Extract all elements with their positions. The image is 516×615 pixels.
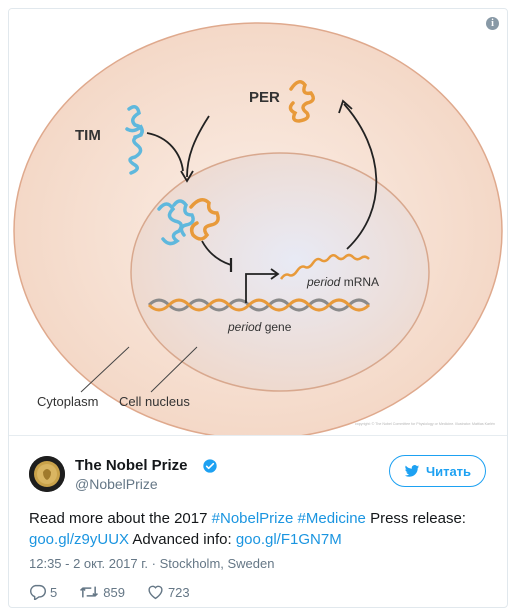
tim-per-complex bbox=[157, 198, 220, 246]
like-count: 723 bbox=[167, 584, 190, 600]
retweet-button[interactable]: 859 bbox=[79, 584, 125, 600]
verified-badge-icon bbox=[203, 459, 217, 473]
heart-icon bbox=[148, 585, 163, 600]
period-mrna-rest: mRNA bbox=[340, 275, 380, 289]
inhibition-line bbox=[201, 240, 232, 266]
follow-button[interactable]: Читать bbox=[389, 455, 486, 487]
period-gene-dna bbox=[147, 298, 371, 312]
tweet-text-part: Read more about the 2017 bbox=[29, 510, 212, 527]
period-mrna-label: period mRNA bbox=[307, 275, 379, 289]
per-to-complex-arrow bbox=[186, 115, 210, 178]
translation-arrow bbox=[343, 103, 378, 250]
image-copyright: copyright: © The Nobel Committee for Phy… bbox=[355, 422, 495, 426]
tim-protein bbox=[125, 105, 144, 175]
like-button[interactable]: 723 bbox=[147, 584, 190, 600]
hashtag-medicine[interactable]: #Medicine bbox=[297, 510, 366, 527]
author-handle[interactable]: @NobelPrize bbox=[75, 476, 158, 492]
transcription-start-arrow bbox=[245, 268, 280, 303]
tweet-text-part: Advanced info: bbox=[129, 531, 236, 548]
tweet-actions: 5 859 723 bbox=[29, 584, 212, 600]
retweet-count: 859 bbox=[103, 584, 125, 600]
tim-to-complex-arrow bbox=[146, 132, 184, 172]
avatar[interactable] bbox=[29, 456, 65, 492]
tweet-timestamp-location[interactable]: 12:35 - 2 окт. 2017 г. · Stockholm, Swed… bbox=[29, 556, 275, 571]
period-gene-rest: gene bbox=[261, 320, 292, 334]
circadian-clock-illustration bbox=[13, 22, 503, 435]
tweet-footer: The Nobel Prize @NobelPrize Читать Read … bbox=[9, 436, 507, 607]
reply-button[interactable]: 5 bbox=[29, 584, 57, 600]
tim-label: TIM bbox=[75, 127, 101, 144]
tweet-text: Read more about the 2017 #NobelPrize #Me… bbox=[29, 508, 489, 550]
nucleus-membrane bbox=[130, 152, 430, 392]
tweet-card: TIM PER period mRNA period gene Cytoplas… bbox=[8, 8, 508, 608]
info-icon[interactable]: i bbox=[486, 17, 499, 30]
reply-count: 5 bbox=[50, 584, 58, 600]
period-gene-label: period gene bbox=[228, 320, 291, 334]
press-release-link[interactable]: goo.gl/z9yUUX bbox=[29, 531, 130, 548]
per-protein bbox=[288, 80, 315, 123]
twitter-bird-icon bbox=[404, 464, 420, 477]
period-mrna-strand bbox=[279, 253, 370, 280]
retweet-icon bbox=[80, 586, 99, 598]
period-mrna-italic: period bbox=[307, 275, 341, 289]
follow-label: Читать bbox=[425, 463, 472, 479]
tweet-text-part: Press release: bbox=[365, 510, 466, 527]
cell-nucleus-label: Cell nucleus bbox=[119, 394, 190, 409]
nobel-medal-icon bbox=[29, 456, 65, 492]
advanced-info-link[interactable]: goo.gl/F1GN7M bbox=[235, 531, 342, 548]
per-label: PER bbox=[249, 89, 280, 106]
period-gene-italic: period bbox=[228, 320, 262, 334]
author-name[interactable]: The Nobel Prize bbox=[75, 457, 188, 474]
reply-icon bbox=[30, 584, 46, 600]
hashtag-nobelprize[interactable]: #NobelPrize bbox=[211, 510, 294, 527]
cytoplasm-label: Cytoplasm bbox=[37, 394, 99, 409]
tweet-media-image[interactable]: TIM PER period mRNA period gene Cytoplas… bbox=[9, 9, 507, 436]
